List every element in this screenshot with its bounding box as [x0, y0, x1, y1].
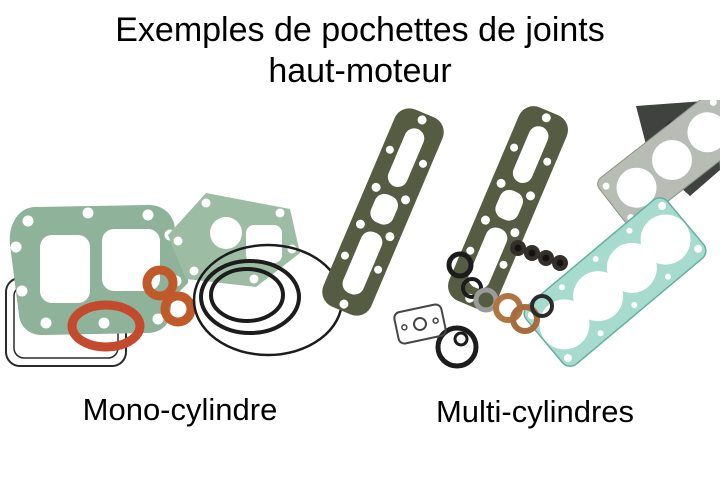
valve-cover-gasket-2 [448, 106, 568, 310]
o-rings-and-washers [446, 251, 554, 334]
mono-cylinder-photo [0, 183, 345, 395]
mono-cylinder-label: Mono-cylindre [82, 392, 278, 427]
page-title: Exemples de pochettes de joints haut-mot… [0, 10, 720, 92]
gray-head-gasket [597, 100, 720, 228]
title-line-1: Exemples de pochettes de joints [115, 11, 605, 49]
red-gasket-ring [67, 300, 145, 352]
green-cover-gasket [9, 204, 188, 336]
teal-head-gasket [523, 197, 707, 367]
multi-cylinder-label: Multi-cylindres [435, 394, 635, 429]
oil-seal-ring [435, 325, 479, 369]
valve-cover-gasket-1 [322, 108, 444, 316]
small-outline-gasket [393, 303, 447, 345]
multi-photo-illustration [322, 100, 720, 369]
valve-stem-seals [510, 240, 568, 271]
green-base-gasket [168, 193, 300, 287]
orange-washers [142, 265, 196, 327]
title-line-2: haut-moteur [268, 52, 452, 90]
mono-photo-illustration [5, 193, 344, 367]
multi-cylinder-photo [320, 100, 720, 392]
